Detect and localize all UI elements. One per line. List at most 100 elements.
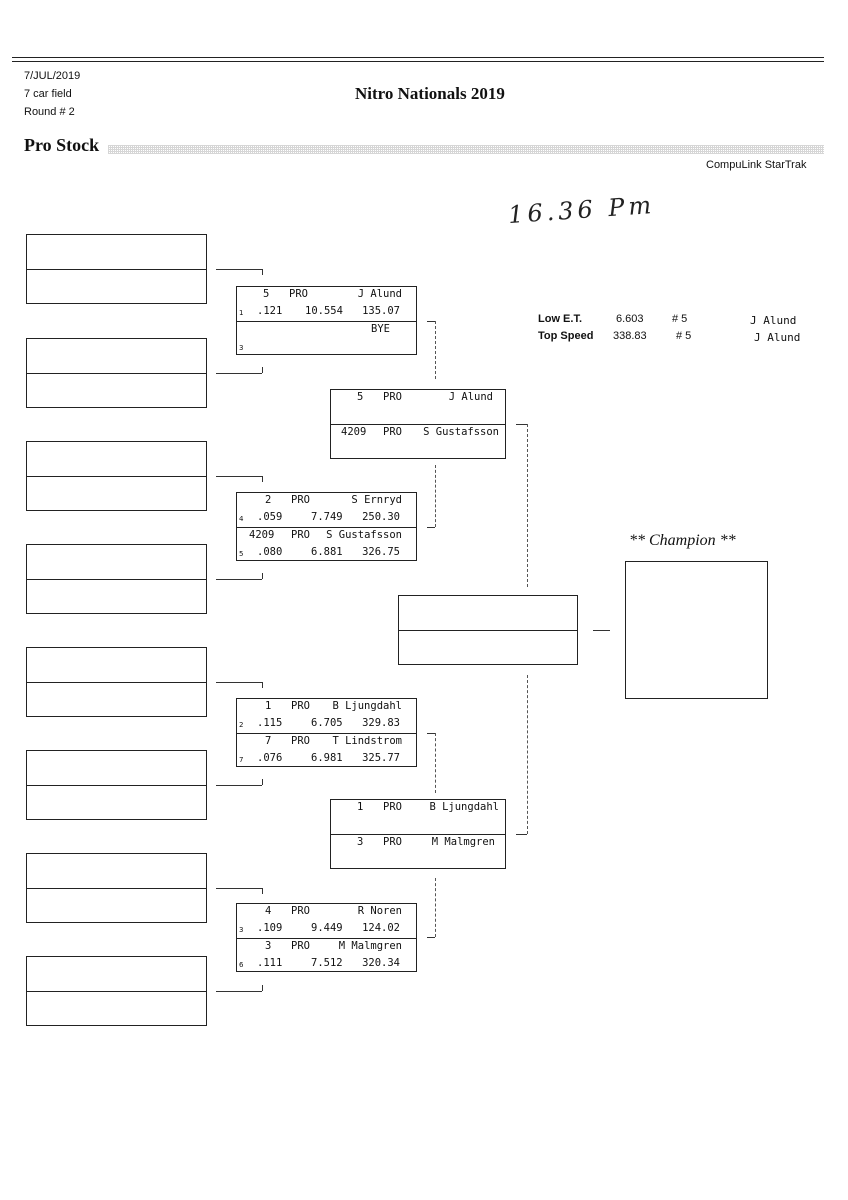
round1-slot-2 <box>26 338 207 408</box>
connector <box>262 779 263 785</box>
pair3-top-lane: 2 <box>239 721 244 729</box>
final-box <box>398 595 578 665</box>
pair3-bottom-rt: .076 <box>257 752 283 764</box>
semi2-bottom-car: 3 <box>357 836 364 848</box>
pair2-bottom-driver: S Gustafsson <box>326 529 402 541</box>
connector <box>216 785 262 786</box>
pair4-bottom-mph: 320.34 <box>362 957 400 969</box>
round1-slot-7 <box>26 853 207 923</box>
connector <box>216 476 262 477</box>
connector <box>216 269 262 270</box>
pair4-top-mph: 124.02 <box>362 922 400 934</box>
pair4-top-lane: 3 <box>239 926 244 934</box>
pair4-top-driver: R Noren <box>357 905 402 917</box>
champion-box <box>625 561 768 699</box>
connector <box>427 321 435 322</box>
pair2-top-rt: .059 <box>257 511 283 523</box>
round1-slot-5 <box>26 647 207 717</box>
pair1-top-et: 10.554 <box>305 305 343 317</box>
round2-pair-3: 1 PRO B Ljungdahl 2 .115 6.705 329.83 7 … <box>236 698 417 767</box>
semi2-top-car: 1 <box>357 801 364 813</box>
pair2-bottom-rt: .080 <box>257 546 283 558</box>
pair2-bottom-lane: 5 <box>239 550 244 558</box>
connector <box>527 424 528 587</box>
pair2-top-lane: 4 <box>239 515 244 523</box>
class-title: Pro Stock <box>24 135 100 155</box>
semi1-top-driver: J Alund <box>448 391 493 403</box>
connector <box>216 682 262 683</box>
connector <box>262 367 263 373</box>
pair4-bottom-lane: 6 <box>239 961 244 969</box>
round1-slot-6 <box>26 750 207 820</box>
pair3-bottom-car: 7 <box>265 735 272 747</box>
connector <box>527 675 528 834</box>
pair2-bottom-mph: 326.75 <box>362 546 400 558</box>
pair3-top-rt: .115 <box>257 717 283 729</box>
pair2-top-driver: S Ernryd <box>351 494 402 506</box>
semi2-top-driver: B Ljungdahl <box>429 801 499 813</box>
pair3-top-class: PRO <box>291 700 310 712</box>
stats-top-speed-value: 338.83 <box>613 330 647 342</box>
connector <box>427 733 435 734</box>
semi-2: 1 PRO B Ljungdahl 3 PRO M Malmgren <box>330 799 506 869</box>
semi1-bottom-class: PRO <box>383 426 402 438</box>
event-title: Nitro Nationals 2019 <box>355 84 505 103</box>
pair3-top-mph: 329.83 <box>362 717 400 729</box>
semi-1: 5 PRO J Alund 4209 PRO S Gustafsson <box>330 389 506 459</box>
pair4-top-car: 4 <box>265 905 272 917</box>
pair3-bottom-mph: 325.77 <box>362 752 400 764</box>
stats-top-speed-car: # 5 <box>676 330 692 342</box>
round2-pair-1: 5 PRO J Alund 1 .121 10.554 135.07 BYE 3 <box>236 286 417 355</box>
connector <box>516 424 527 425</box>
pair4-bottom-et: 7.512 <box>311 957 343 969</box>
pair3-top-et: 6.705 <box>311 717 343 729</box>
connector <box>435 321 436 379</box>
stats-top-speed-label: Top Speed <box>538 330 594 342</box>
pair3-bottom-et: 6.981 <box>311 752 343 764</box>
connector <box>435 733 436 793</box>
pair3-top-car: 1 <box>265 700 272 712</box>
connector <box>516 834 527 835</box>
champion-label: ** Champion ** <box>629 532 736 549</box>
pair2-top-car: 2 <box>265 494 272 506</box>
connector <box>435 465 436 527</box>
pair3-bottom-driver: T Lindstrom <box>332 735 402 747</box>
pair3-bottom-lane: 7 <box>239 756 244 764</box>
stats-low-et-label: Low E.T. <box>538 313 582 325</box>
pair2-top-mph: 250.30 <box>362 511 400 523</box>
header-date: 7/JUL/2019 <box>24 70 81 82</box>
connector <box>216 991 262 992</box>
pair4-bottom-car: 3 <box>265 940 272 952</box>
connector <box>262 985 263 991</box>
pair1-top-rt: .121 <box>257 305 283 317</box>
connector <box>593 630 610 631</box>
round2-pair-2: 2 PRO S Ernryd 4 .059 7.749 250.30 4209 … <box>236 492 417 561</box>
connector <box>262 573 263 579</box>
semi1-bottom-car: 4209 <box>341 426 367 438</box>
connector <box>435 878 436 937</box>
pair4-bottom-class: PRO <box>291 940 310 952</box>
pair1-top-car: 5 <box>263 288 270 300</box>
semi2-top-class: PRO <box>383 801 402 813</box>
handwritten-note: 16.36 Pm <box>507 190 657 230</box>
connector <box>262 476 263 482</box>
header-field: 7 car field <box>24 88 72 100</box>
top-rule-2 <box>12 61 824 62</box>
software-name: CompuLink StarTrak <box>706 159 807 171</box>
semi1-top-class: PRO <box>383 391 402 403</box>
round1-slot-8 <box>26 956 207 1026</box>
top-rule-1 <box>12 57 824 58</box>
pair2-bottom-class: PRO <box>291 529 310 541</box>
pair4-top-et: 9.449 <box>311 922 343 934</box>
stats-top-speed-driver: J Alund <box>754 331 801 344</box>
pair2-top-et: 7.749 <box>311 511 343 523</box>
connector <box>216 579 262 580</box>
semi1-top-car: 5 <box>357 391 364 403</box>
stats-low-et-driver: J Alund <box>750 314 797 327</box>
semi2-bottom-driver: M Malmgren <box>431 836 495 848</box>
header-round: Round # 2 <box>24 106 75 118</box>
connector <box>262 269 263 275</box>
pair3-top-driver: B Ljungdahl <box>332 700 402 712</box>
pair1-top-class: PRO <box>289 288 308 300</box>
round1-slot-3 <box>26 441 207 511</box>
